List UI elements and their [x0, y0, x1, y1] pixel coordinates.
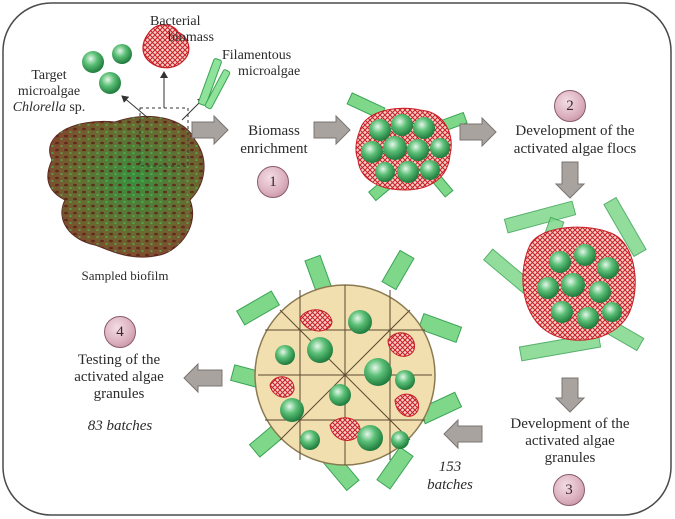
label-83-batches: 83 batches [87, 418, 153, 434]
label-sampled-biofilm: Sampled biofilm [81, 268, 169, 283]
step-badge-4: 4 [104, 316, 136, 348]
early-granule [482, 196, 647, 362]
filament-cells [198, 58, 231, 110]
step-badge-1: 1 [257, 166, 289, 198]
algae-floc [346, 92, 468, 202]
mature-granule [230, 249, 463, 492]
arrow-to-algae [121, 95, 149, 119]
arrow-to-floc [313, 114, 351, 146]
arrow-to-dev-flocs [459, 116, 497, 148]
arrow-left-to-testing [183, 362, 223, 394]
arrow-down-to-dev-granules [554, 377, 586, 413]
label-target-microalgae: Target microalgae Chlorella sp. [12, 68, 86, 115]
step-badge-3: 3 [553, 474, 585, 506]
arrow-down-to-granule [554, 161, 586, 199]
chlorella-cells [82, 44, 132, 94]
biofilm-blob [47, 115, 205, 258]
step-badge-2: 2 [554, 90, 586, 122]
arrow-to-enrichment [191, 114, 229, 146]
arrow-left-to-mature [443, 418, 483, 450]
bacteria-blob [142, 24, 190, 69]
